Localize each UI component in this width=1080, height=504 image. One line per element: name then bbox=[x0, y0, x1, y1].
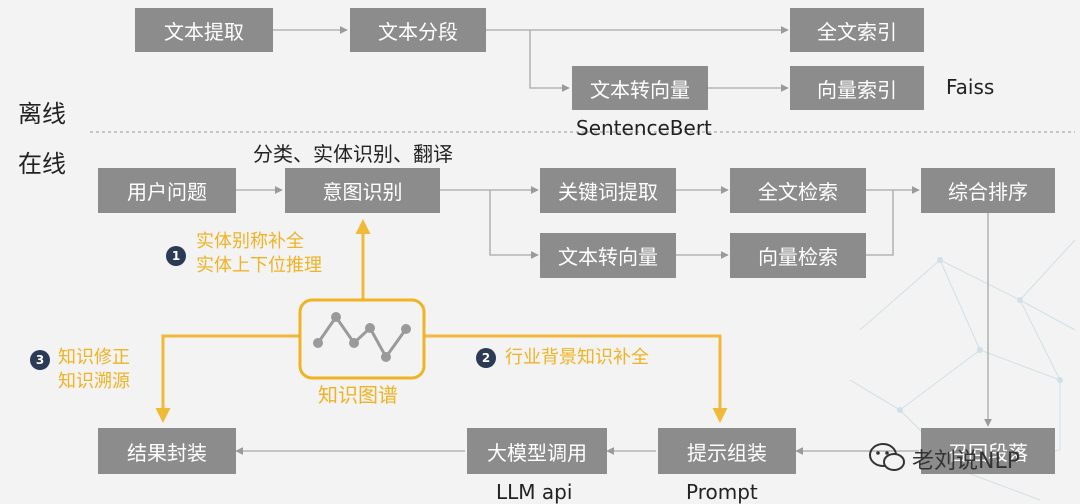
box-llm-call: 大模型调用 bbox=[467, 428, 607, 474]
box-vector-index: 向量索引 bbox=[790, 66, 924, 110]
annotation-1-line1: 实体别称补全 bbox=[196, 231, 304, 252]
box-text-extract: 文本提取 bbox=[135, 8, 273, 52]
box-result-package: 结果封装 bbox=[98, 428, 236, 474]
wechat-icon bbox=[869, 443, 905, 471]
label-intent-note: 分类、实体识别、翻译 bbox=[253, 142, 453, 166]
label-prompt: Prompt bbox=[686, 480, 758, 504]
label-sentencebert: SentenceBert bbox=[576, 116, 712, 140]
annotation-1-line2: 实体上下位推理 bbox=[196, 255, 322, 276]
box-fulltext-search: 全文检索 bbox=[730, 168, 866, 213]
box-text-to-vector-offline: 文本转向量 bbox=[572, 66, 708, 110]
annotation-3-line2: 知识溯源 bbox=[58, 371, 130, 392]
badge-1: 1 bbox=[166, 246, 186, 266]
label-faiss: Faiss bbox=[946, 75, 995, 99]
box-text-segment: 文本分段 bbox=[350, 8, 486, 52]
badge-2: 2 bbox=[476, 348, 496, 368]
box-keyword-extract: 关键词提取 bbox=[540, 168, 676, 213]
box-vector-search: 向量检索 bbox=[730, 233, 866, 278]
annotation-2: 行业背景知识补全 bbox=[505, 347, 649, 368]
box-fulltext-index: 全文索引 bbox=[790, 8, 924, 52]
box-rank: 综合排序 bbox=[921, 168, 1055, 213]
box-user-question: 用户问题 bbox=[98, 168, 236, 213]
box-intent-recognition: 意图识别 bbox=[285, 168, 440, 213]
watermark: 老刘说NLP bbox=[912, 449, 1020, 474]
section-offline: 离线 bbox=[18, 100, 66, 128]
box-text-to-vector-online: 文本转向量 bbox=[540, 233, 676, 278]
box-recall-passages: 召回段落 bbox=[921, 428, 1055, 474]
label-llm-api: LLM api bbox=[496, 480, 573, 504]
section-online: 在线 bbox=[18, 150, 66, 178]
annotation-3-line1: 知识修正 bbox=[58, 347, 130, 368]
box-prompt-assemble: 提示组装 bbox=[658, 428, 796, 474]
badge-3: 3 bbox=[30, 350, 50, 370]
label-knowledge-graph: 知识图谱 bbox=[318, 383, 398, 407]
